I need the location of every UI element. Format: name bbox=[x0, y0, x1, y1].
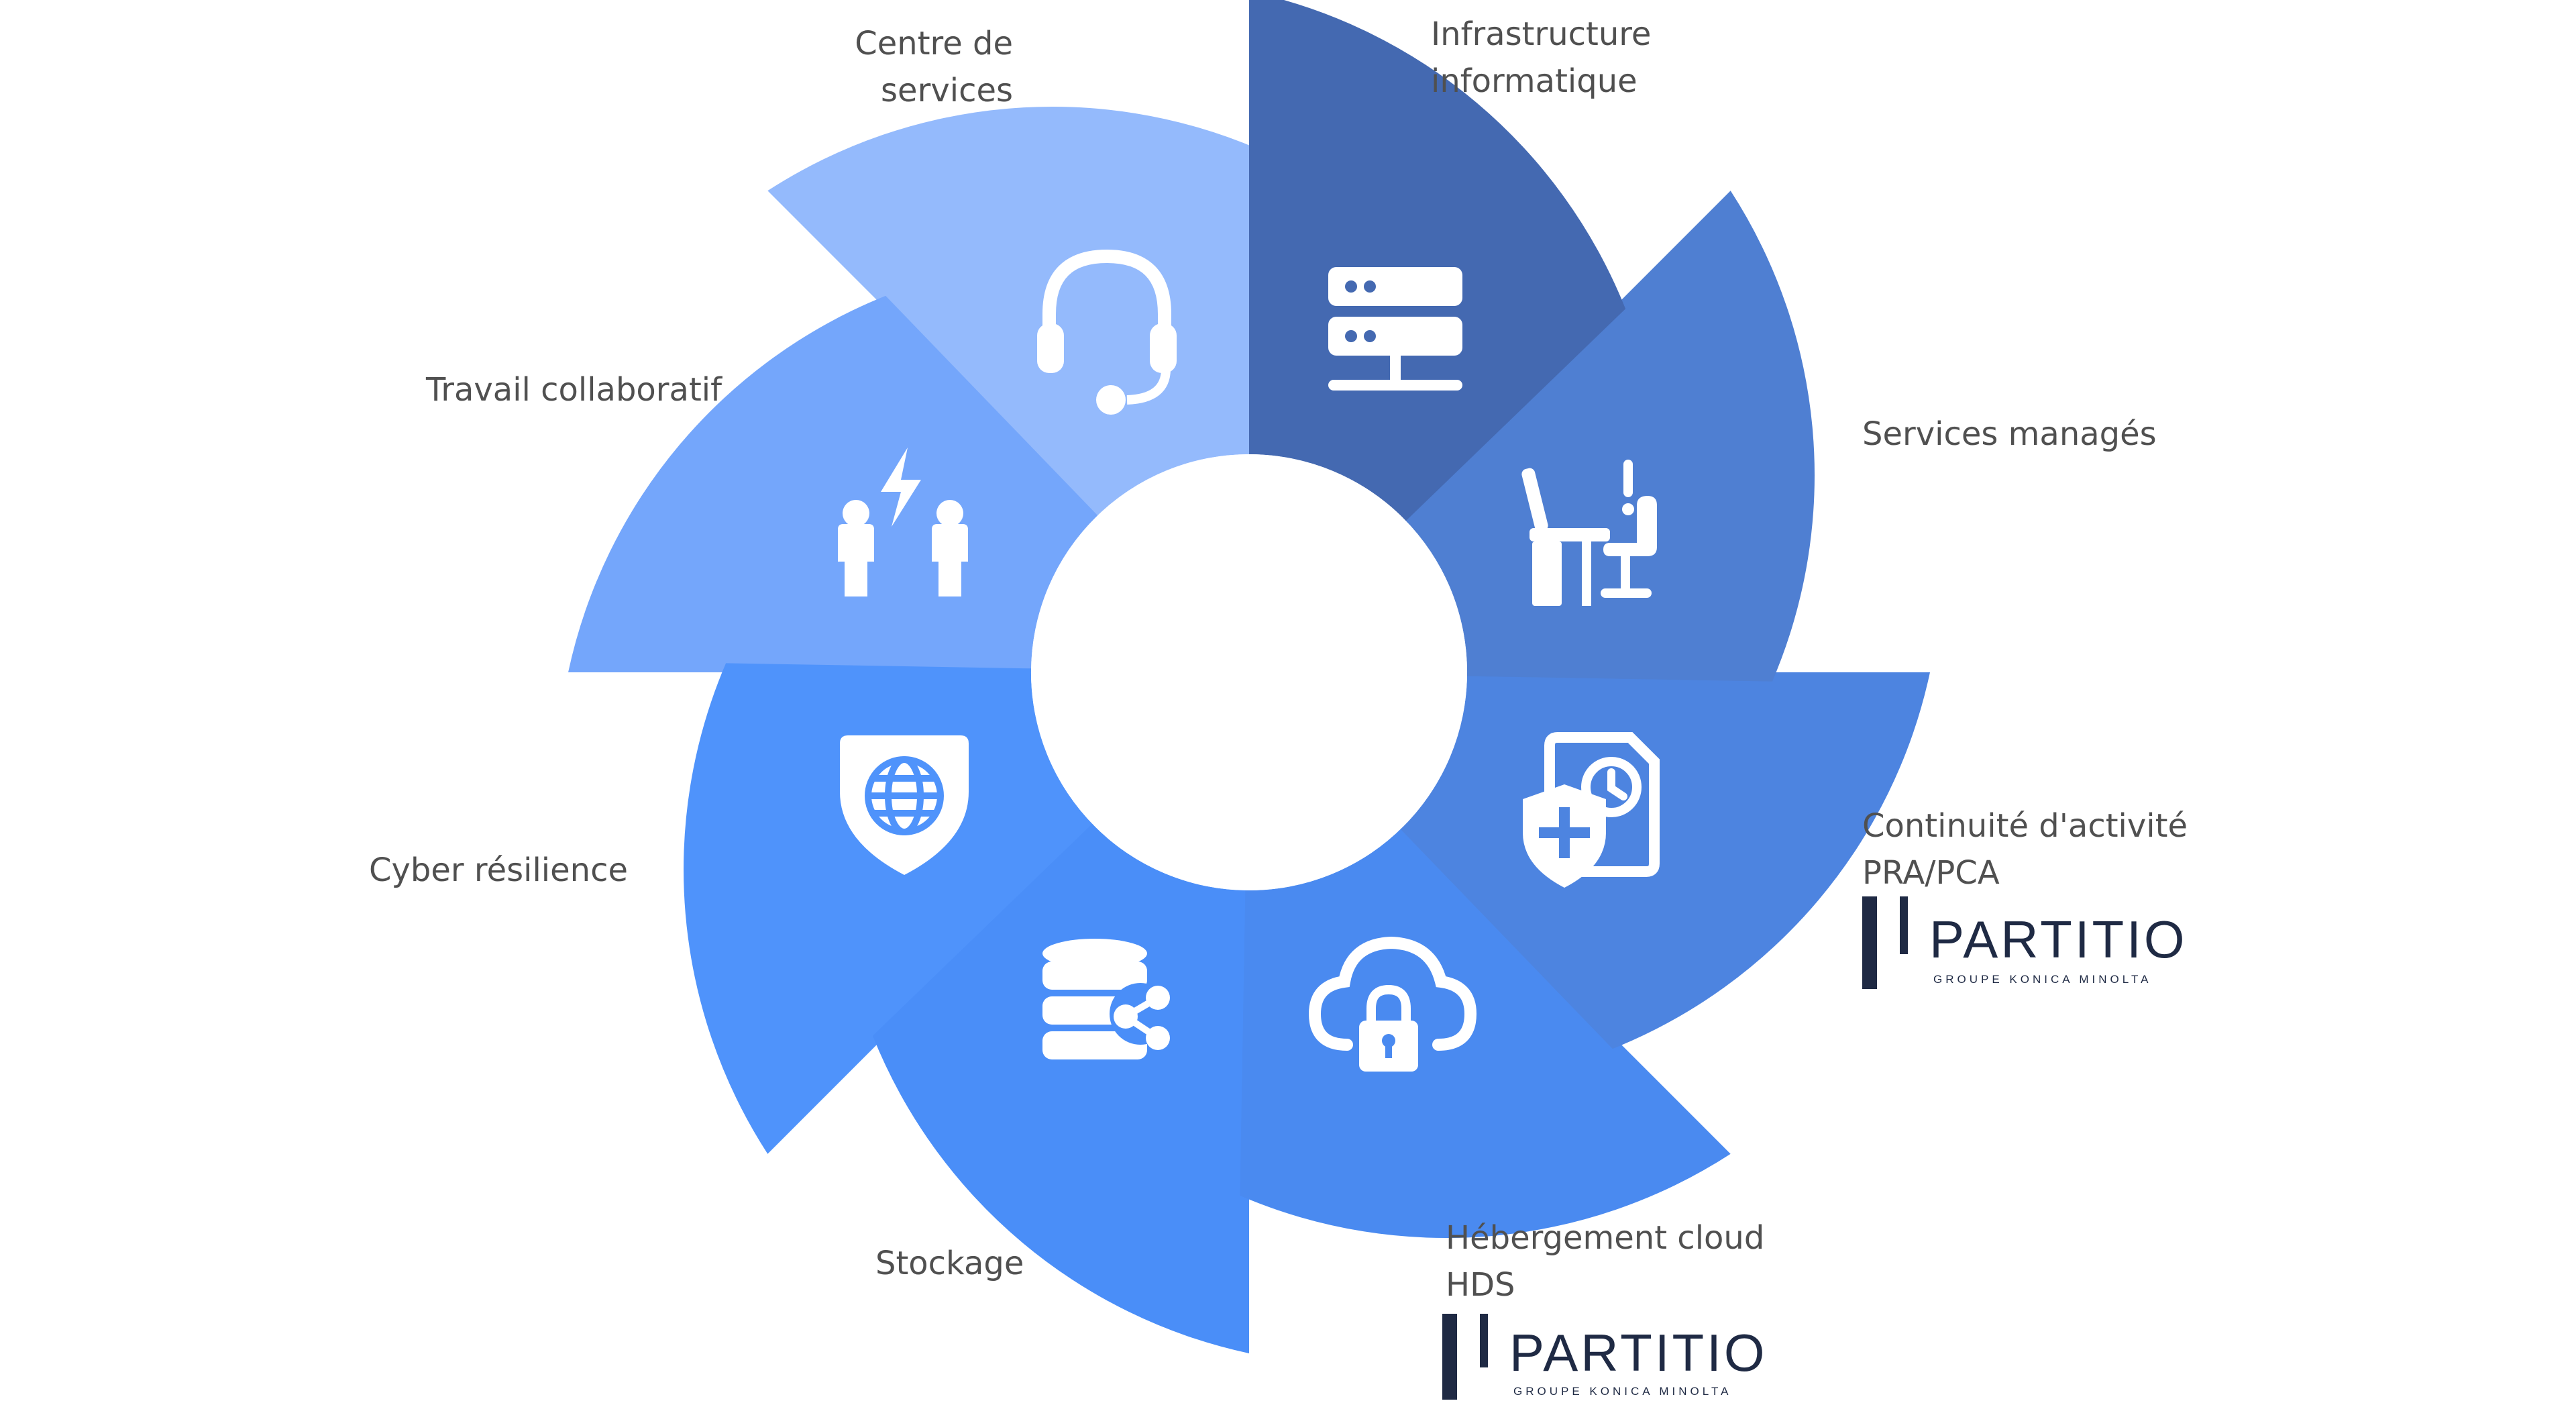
label-hebergement-cloud: Hébergement cloud HDS bbox=[1446, 1219, 1765, 1304]
segment-hebergement bbox=[1240, 826, 1731, 1238]
segment-services-manages bbox=[1403, 191, 1815, 682]
label-cyber-resilience: Cyber résilience bbox=[368, 851, 628, 889]
label-centre-de-services: Centre de services bbox=[855, 25, 1013, 109]
database-share-icon bbox=[1042, 939, 1171, 1059]
partitio-logo: PARTITIO GROUPE KONICA MINOLTA bbox=[1442, 1314, 1805, 1401]
label-continuite-activite: Continuité d'activité PRA/PCA bbox=[1862, 807, 2188, 892]
server-icon bbox=[1328, 267, 1462, 391]
label-travail-collaboratif: Travail collaboratif bbox=[425, 371, 722, 409]
segment-stockage bbox=[872, 823, 1249, 1353]
shield-document-clock-icon bbox=[1523, 732, 1660, 888]
segment-cyber bbox=[684, 663, 1095, 1154]
cloud-lock-icon bbox=[1308, 936, 1477, 1072]
headset-icon bbox=[1037, 249, 1177, 415]
label-services-manages: Services managés bbox=[1862, 415, 2157, 453]
segment-travail bbox=[568, 295, 1098, 672]
partitio-logo: PARTITIO GROUPE KONICA MINOLTA bbox=[1862, 896, 2224, 990]
segment-infrastructure bbox=[1249, 0, 1626, 521]
center-hole bbox=[1031, 454, 1467, 890]
shield-globe-icon bbox=[840, 735, 969, 875]
label-infrastructure-informatique: Infrastructure informatique bbox=[1431, 15, 1652, 100]
workstation-alert-icon bbox=[1521, 460, 1657, 606]
label-stockage: Stockage bbox=[875, 1245, 1024, 1282]
segment-continuite bbox=[1400, 672, 1930, 1049]
collaboration-icon bbox=[838, 448, 968, 596]
segment-centre bbox=[767, 107, 1258, 519]
